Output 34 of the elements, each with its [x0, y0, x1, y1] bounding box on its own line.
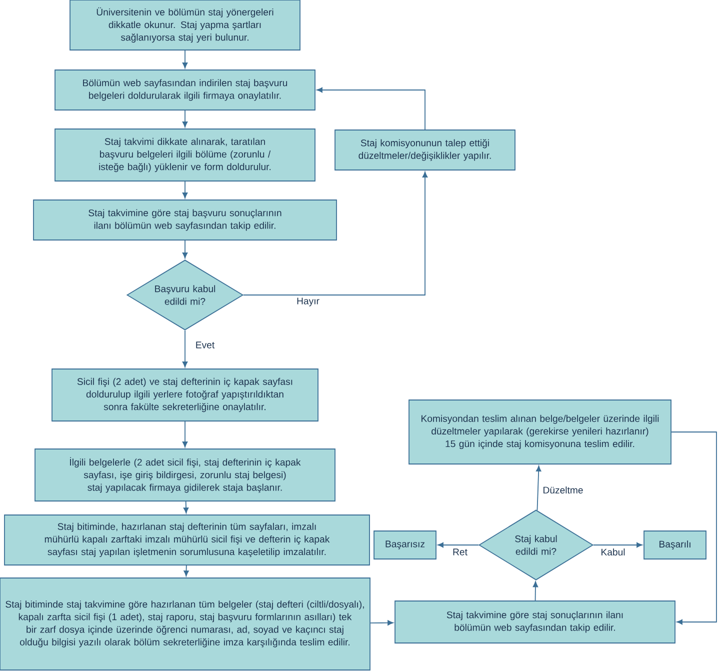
process-box: Komisyondan teslim alınan belge/belgeler üzerinde ilgili düzeltmeler yapılarak (gerekirse yenileri hazırlanır) 15 gün içinde staj komisyonuna teslim edilir.: [408, 400, 672, 464]
edge-label: Kabul: [600, 547, 626, 557]
process-box: Staj bitiminde staj takvimine göre hazırlanan tüm belgeler (staj defteri (ciltli/dosyalı), kapalı zarfta sicil fişi (1 adet), staj raporu, staj başvuru formlarının asılları) tek bir zarf dosya içinde üzerinde öğrenci numarası, ad, soyad ve kaçıncı staj olduğu bilgisi yazılı olarak bölüm sekreterliğine imza karşılığında teslim edilir.: [0, 578, 370, 670]
process-box: Staj bitiminde, hazırlanan staj defterinin tüm sayfaları, imzalı mühürlü kapalı zarftaki imzalı mühürlü sicil fişi ve defterin iç kapak sayfası staj yapılan işletmenin sorumlusuna kaşeletilip imzalatılır.: [4, 514, 370, 566]
arrow: [593, 542, 642, 548]
edge-label: Hayır: [296, 296, 320, 308]
process-box: Sicil fişi (2 adet) ve staj defterinin iç kapak sayfası doldurulup ilgili yerlere fotoğraf yapıştırıldıktan sonra fakülte sekreterliğine onaylatılır.: [52, 368, 318, 422]
arrow: [532, 581, 538, 601]
arrow: [316, 87, 426, 130]
arrow: [182, 421, 188, 448]
process-box: Staj takvimi dikkate alınarak, taratılan başvuru belgeleri ilgili bölüme (zorunlu / isteğe bağlı) yüklenir ve form doldurulur.: [54, 128, 316, 182]
process-box: İlgili belgelerle (2 adet sicil fişi, staj defterinin iç kapak sayfası, işe giriş bildirgesi, zorunlu staj belgesi) staj yapılacak firmaya gidilerek staja başlanır.: [34, 448, 336, 502]
arrow: [182, 50, 188, 68]
arrow: [438, 542, 479, 548]
arrow: [183, 501, 189, 514]
arrow: [370, 620, 394, 626]
process-box: Bölümün web sayfasından indirilen staj başvuru belgeleri doldurularak ilgili firmaya onaylatılır.: [54, 70, 316, 110]
process-box: Başarısız: [374, 530, 436, 560]
edge-label: Düzeltme: [542, 485, 584, 495]
edge-label: Ret: [452, 548, 468, 556]
arrow: [182, 110, 188, 128]
edge-label: Evet: [194, 340, 216, 350]
process-box: Başarılı: [644, 530, 706, 560]
arrow: [536, 466, 542, 511]
arrow: [671, 432, 717, 625]
process-box: Üniversitenin ve bölümün staj yönergeleri dikkatle okunur. Staj yapma şartları sağlanıyorsa staj yeri bulunur.: [70, 0, 300, 50]
arrow: [182, 181, 188, 198]
process-box: Staj takvimine göre staj sonuçlarının ilanı bölümün web sayfasından takip edilir.: [394, 600, 676, 644]
arrow: [182, 240, 188, 258]
arrow: [243, 172, 428, 296]
arrow: [182, 330, 188, 368]
process-box: Staj komisyonunun talep ettiği düzeltmeler/değişiklikler yapılır.: [334, 130, 516, 170]
process-box: Staj takvimine göre staj başvuru sonuçlarının ilanı bölümün web sayfasından takip edilir.: [33, 200, 337, 240]
arrow: [184, 565, 189, 576]
